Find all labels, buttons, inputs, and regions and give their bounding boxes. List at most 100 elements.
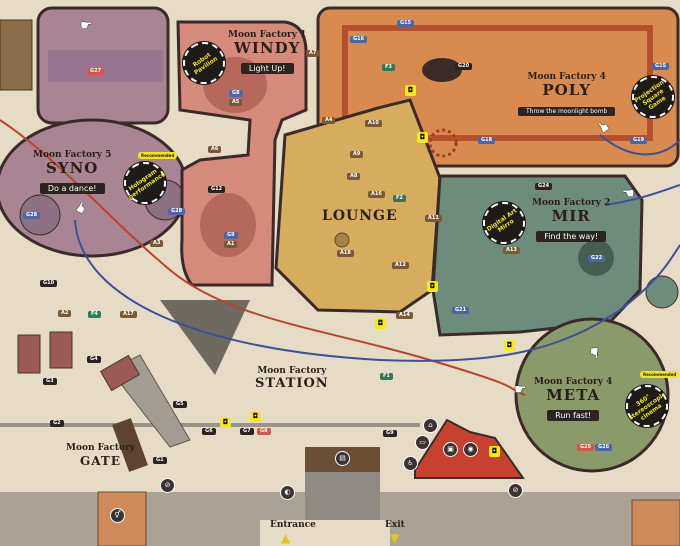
chip-a5[interactable]: A5 bbox=[229, 99, 243, 106]
chip-g21[interactable]: G21 bbox=[452, 307, 470, 314]
syno-label: Moon Factory 5 SYNO Do a dance! bbox=[33, 150, 111, 195]
poly-label: Moon Factory 4 POLY Throw the moonlight … bbox=[518, 72, 616, 117]
chip-g24[interactable]: G24 bbox=[535, 183, 553, 190]
steps-pattern bbox=[160, 300, 250, 375]
chip-a8[interactable]: A8 bbox=[347, 173, 361, 180]
factory-icon: ⌂ bbox=[423, 418, 438, 433]
camera-icon[interactable]: ◘ bbox=[220, 417, 231, 428]
kiosk bbox=[99, 354, 141, 392]
mir-name: MIR bbox=[551, 207, 591, 225]
chip-g3[interactable]: G3 bbox=[43, 378, 57, 385]
chip-g2[interactable]: G2 bbox=[50, 420, 64, 427]
chip-g5[interactable]: G5 bbox=[173, 401, 187, 408]
windy-slogan: Light Up! bbox=[240, 63, 294, 74]
chip-g16[interactable]: G16 bbox=[350, 36, 368, 43]
route-blue bbox=[74, 219, 680, 362]
syno-slogan: Do a dance! bbox=[39, 183, 105, 194]
chip-f3[interactable]: F3 bbox=[382, 64, 395, 71]
baby-room-icon: ◐ bbox=[280, 485, 295, 500]
chip-g7[interactable]: G7 bbox=[240, 428, 254, 435]
syno-area[interactable] bbox=[0, 6, 189, 258]
mir-factory: Moon Factory 2 bbox=[532, 198, 611, 208]
chip-g20[interactable]: G20 bbox=[455, 63, 473, 70]
chip-g12[interactable]: G12 bbox=[208, 186, 226, 193]
mir-label: Moon Factory 2 MIR Find the way! bbox=[532, 198, 610, 243]
station-factory: Moon Factory bbox=[257, 366, 327, 376]
chip-a16[interactable]: A16 bbox=[368, 191, 385, 198]
chip-g6[interactable]: G6 bbox=[202, 428, 216, 435]
chip-a13[interactable]: A13 bbox=[503, 247, 520, 254]
small-green-area bbox=[645, 275, 679, 309]
gate-bench bbox=[112, 418, 148, 472]
gate-factory: Moon Factory bbox=[66, 443, 135, 453]
restroom-icon: ⚥ bbox=[110, 508, 125, 523]
chip-a7[interactable]: A7 bbox=[306, 50, 320, 57]
chip-a10[interactable]: A10 bbox=[365, 120, 382, 127]
lounge-area[interactable] bbox=[274, 98, 442, 314]
camera-icon[interactable]: ◘ bbox=[405, 85, 416, 96]
camera-icon[interactable]: ◘ bbox=[489, 446, 500, 457]
chip-a12[interactable]: A12 bbox=[392, 262, 409, 269]
syno-factory: Moon Factory 5 bbox=[33, 150, 112, 160]
chip-a18[interactable]: A18 bbox=[337, 250, 354, 257]
entrance-arrow-icon: ▲ bbox=[281, 531, 291, 545]
chip-g22[interactable]: G22 bbox=[588, 255, 606, 262]
syno-ribbon: Recommended bbox=[138, 152, 178, 159]
entrance-label[interactable]: Entrance bbox=[270, 520, 316, 530]
meta-factory: Moon Factory 4 bbox=[534, 377, 613, 387]
gate-label: Moon Factory GATE bbox=[66, 443, 135, 469]
gift-icon: ◉ bbox=[463, 442, 478, 457]
chip-a9[interactable]: A9 bbox=[350, 151, 364, 158]
gate-name: GATE bbox=[80, 454, 121, 468]
syno-name: SYNO bbox=[46, 159, 99, 177]
camera-icon[interactable]: ◘ bbox=[375, 318, 386, 329]
meta-label: Moon Factory 4 META Run fast! bbox=[534, 377, 612, 422]
exit-label[interactable]: Exit bbox=[385, 520, 405, 530]
chip-a4[interactable]: A4 bbox=[322, 117, 336, 124]
chip-g27[interactable]: G27 bbox=[87, 68, 105, 75]
chip-g9[interactable]: G9 bbox=[224, 232, 238, 239]
chip-a11[interactable]: A11 bbox=[425, 215, 442, 222]
chip-g8[interactable]: G8 bbox=[229, 90, 243, 97]
chip-g4[interactable]: G4 bbox=[87, 356, 101, 363]
windy-factory: Moon Factory 1 bbox=[228, 30, 307, 40]
meta-area[interactable] bbox=[514, 317, 670, 473]
poly-factory: Moon Factory 4 bbox=[527, 72, 606, 82]
chip-g1[interactable]: G1 bbox=[153, 457, 167, 464]
camera-icon[interactable]: ◘ bbox=[417, 132, 428, 143]
chip-a1[interactable]: A1 bbox=[224, 241, 238, 248]
chip-g28-right[interactable]: G28 bbox=[168, 208, 186, 215]
poly-name: POLY bbox=[542, 81, 592, 99]
chip-f4[interactable]: F4 bbox=[88, 311, 101, 318]
stroller-icon: ♿ bbox=[403, 456, 418, 471]
chip-g18[interactable]: G18 bbox=[478, 137, 496, 144]
chip-g28-left[interactable]: G28 bbox=[23, 212, 41, 219]
chip-g15-right[interactable]: G15 bbox=[652, 63, 670, 70]
camera-icon[interactable]: ◘ bbox=[427, 281, 438, 292]
chip-a14[interactable]: A14 bbox=[396, 312, 413, 319]
chip-g19[interactable]: G19 bbox=[630, 137, 648, 144]
chip-g8-red[interactable]: G8 bbox=[257, 428, 271, 435]
camera-icon[interactable]: ◘ bbox=[250, 411, 261, 422]
meta-name: META bbox=[546, 386, 601, 404]
chip-f2[interactable]: F2 bbox=[393, 195, 406, 202]
lounge-label: LOUNGE bbox=[322, 208, 398, 224]
chip-g26[interactable]: G26 bbox=[595, 444, 613, 451]
chip-a2[interactable]: A2 bbox=[58, 310, 72, 317]
exit-arrow-icon: ▼ bbox=[390, 531, 400, 545]
chip-g9-station[interactable]: G9 bbox=[383, 430, 397, 437]
chip-g15-top[interactable]: G15 bbox=[397, 20, 415, 27]
chip-g10[interactable]: G10 bbox=[40, 280, 58, 287]
chip-f1[interactable]: F1 bbox=[380, 373, 393, 380]
chip-a17[interactable]: A17 bbox=[120, 311, 137, 318]
camera-icon[interactable]: ◘ bbox=[504, 340, 515, 351]
chip-a3[interactable]: A3 bbox=[150, 240, 164, 247]
locker-icon: ▭ bbox=[415, 435, 430, 450]
meta-slogan: Run fast! bbox=[547, 410, 600, 421]
coin-locker-icon: ▤ bbox=[335, 451, 350, 466]
chip-g25[interactable]: G25 bbox=[577, 444, 595, 451]
chip-a6[interactable]: A6 bbox=[208, 146, 222, 153]
left-building bbox=[0, 19, 33, 91]
